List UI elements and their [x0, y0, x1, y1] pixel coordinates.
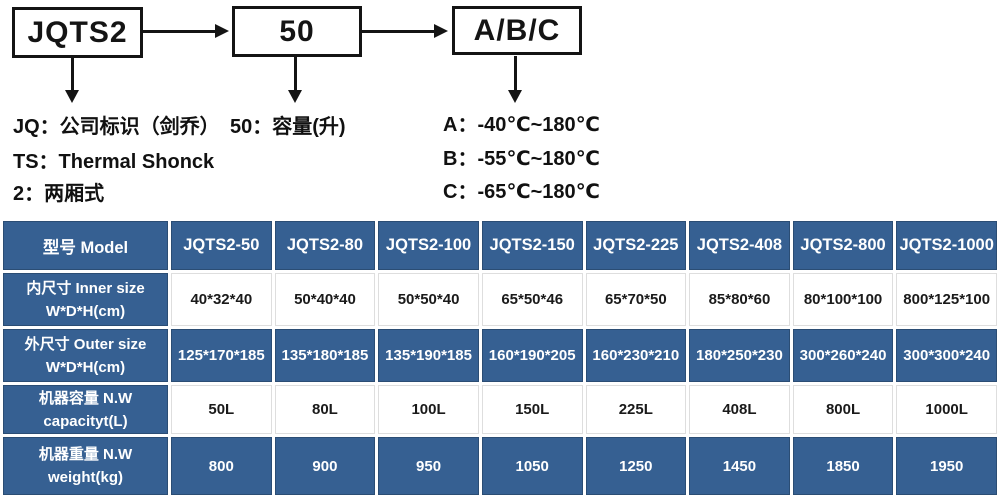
temp-grade-box-abc: A/B/C: [452, 6, 582, 55]
spec-cell: 65*50*46: [481, 273, 583, 326]
model-cell: JQTS2-225: [585, 221, 687, 270]
spec-cell: 300*260*240: [792, 329, 894, 382]
arrow-right-icon: [362, 24, 448, 38]
arrow-head: [508, 90, 522, 103]
spec-cell: 1450: [689, 437, 790, 495]
row-label-line: W*D*H(cm): [45, 302, 126, 320]
model-header-cell: 型号 Model: [3, 221, 168, 270]
spec-table: 型号 Model JQTS2-50 JQTS2-80 JQTS2-100 JQT…: [0, 218, 1000, 495]
spec-cell: 160*190*205: [481, 329, 583, 382]
spec-cell: 65*70*50: [585, 273, 687, 326]
spec-cell: 125*170*185: [171, 329, 272, 382]
legend-2-two-zone: 2：两厢式: [13, 183, 105, 205]
legend-50-capacity: 50：容量(升): [230, 116, 346, 138]
spec-cell: 50*40*40: [274, 273, 376, 326]
legend-grade-a: A：-40℃~180℃: [443, 114, 600, 136]
spec-cell: 80L: [274, 385, 376, 434]
spec-cell: 135*180*185: [274, 329, 376, 382]
row-label-line: 内尺寸 Inner size: [26, 279, 145, 297]
table-row-header: 型号 Model JQTS2-50 JQTS2-80 JQTS2-100 JQT…: [3, 221, 997, 270]
spec-cell: 150L: [481, 385, 583, 434]
spec-cell: 100L: [378, 385, 479, 434]
table-row-inner-size: 内尺寸 Inner size W*D*H(cm) 40*32*40 50*40*…: [3, 273, 997, 326]
spec-cell: 50*50*40: [378, 273, 479, 326]
spec-cell: 1850: [792, 437, 894, 495]
row-label-line: capacityt(L): [43, 412, 128, 430]
spec-cell: 800: [171, 437, 272, 495]
spec-table-container: 型号 Model JQTS2-50 JQTS2-80 JQTS2-100 JQT…: [0, 218, 1000, 495]
capacity-code-label: 50: [279, 14, 315, 48]
model-cell: JQTS2-100: [378, 221, 479, 270]
row-label-line: weight(kg): [48, 469, 123, 486]
model-cell: JQTS2-800: [792, 221, 894, 270]
row-label-line: 机器容量 N.W: [38, 389, 133, 407]
arrow-down-icon: [65, 57, 80, 103]
row-label-cell: 机器重量 N.W weight(kg): [3, 437, 168, 495]
model-cell: JQTS2-408: [689, 221, 790, 270]
spec-cell: 900: [274, 437, 376, 495]
model-cell: JQTS2-150: [481, 221, 583, 270]
capacity-code-box-50: 50: [232, 6, 362, 57]
spec-cell: 85*80*60: [689, 273, 790, 326]
spec-cell: 180*250*230: [689, 329, 790, 382]
spec-cell: 800L: [792, 385, 894, 434]
spec-cell: 1000L: [896, 385, 997, 434]
table-row-capacity: 机器容量 N.W capacityt(L) 50L 80L 100L 150L …: [3, 385, 997, 434]
arrow-shaft: [294, 57, 297, 91]
spec-cell: 50L: [171, 385, 272, 434]
arrow-down-icon: [508, 56, 523, 103]
spec-cell: 80*100*100: [792, 273, 894, 326]
row-label-cell: 外尺寸 Outer size W*D*H(cm): [3, 329, 168, 382]
spec-cell: 1250: [585, 437, 687, 495]
spec-cell: 135*190*185: [378, 329, 479, 382]
arrow-head: [288, 90, 302, 103]
model-cell: JQTS2-50: [171, 221, 272, 270]
arrow-down-icon: [288, 57, 303, 103]
model-cell: JQTS2-80: [274, 221, 376, 270]
row-label-line: 外尺寸 Outer size: [24, 335, 147, 353]
legend-grade-c: C：-65℃~180℃: [443, 181, 600, 203]
row-label-line: W*D*H(cm): [45, 358, 126, 376]
spec-cell: 40*32*40: [171, 273, 272, 326]
spec-cell: 160*230*210: [585, 329, 687, 382]
table-row-weight: 机器重量 N.W weight(kg) 800 900 950 1050 125…: [3, 437, 997, 495]
spec-cell: 1950: [896, 437, 997, 495]
arrow-shaft: [71, 57, 74, 91]
spec-cell: 800*125*100: [896, 273, 997, 326]
arrow-shaft: [514, 56, 517, 90]
spec-cell: 950: [378, 437, 479, 495]
spec-cell: 225L: [585, 385, 687, 434]
spec-cell: 300*300*240: [896, 329, 997, 382]
arrow-head: [65, 90, 79, 103]
arrow-right-icon: [143, 24, 229, 38]
legend-grade-b: B：-55℃~180℃: [443, 148, 600, 170]
temp-grade-label: A/B/C: [473, 13, 561, 47]
table-row-outer-size: 外尺寸 Outer size W*D*H(cm) 125*170*185 135…: [3, 329, 997, 382]
row-label-cell: 机器容量 N.W capacityt(L): [3, 385, 168, 434]
legend-jq-company: JQ：公司标识（剑乔）: [13, 116, 220, 138]
legend-ts-thermal-shock: TS：Thermal Shonck: [13, 151, 215, 173]
row-label-cell: 内尺寸 Inner size W*D*H(cm): [3, 273, 168, 326]
model-code-label: JQTS2: [27, 15, 128, 49]
model-cell: JQTS2-1000: [896, 221, 997, 270]
row-label-line: 机器重量 N.W: [38, 446, 133, 463]
spec-cell: 408L: [689, 385, 790, 434]
spec-cell: 1050: [481, 437, 583, 495]
model-code-box-jqts2: JQTS2: [12, 7, 143, 58]
